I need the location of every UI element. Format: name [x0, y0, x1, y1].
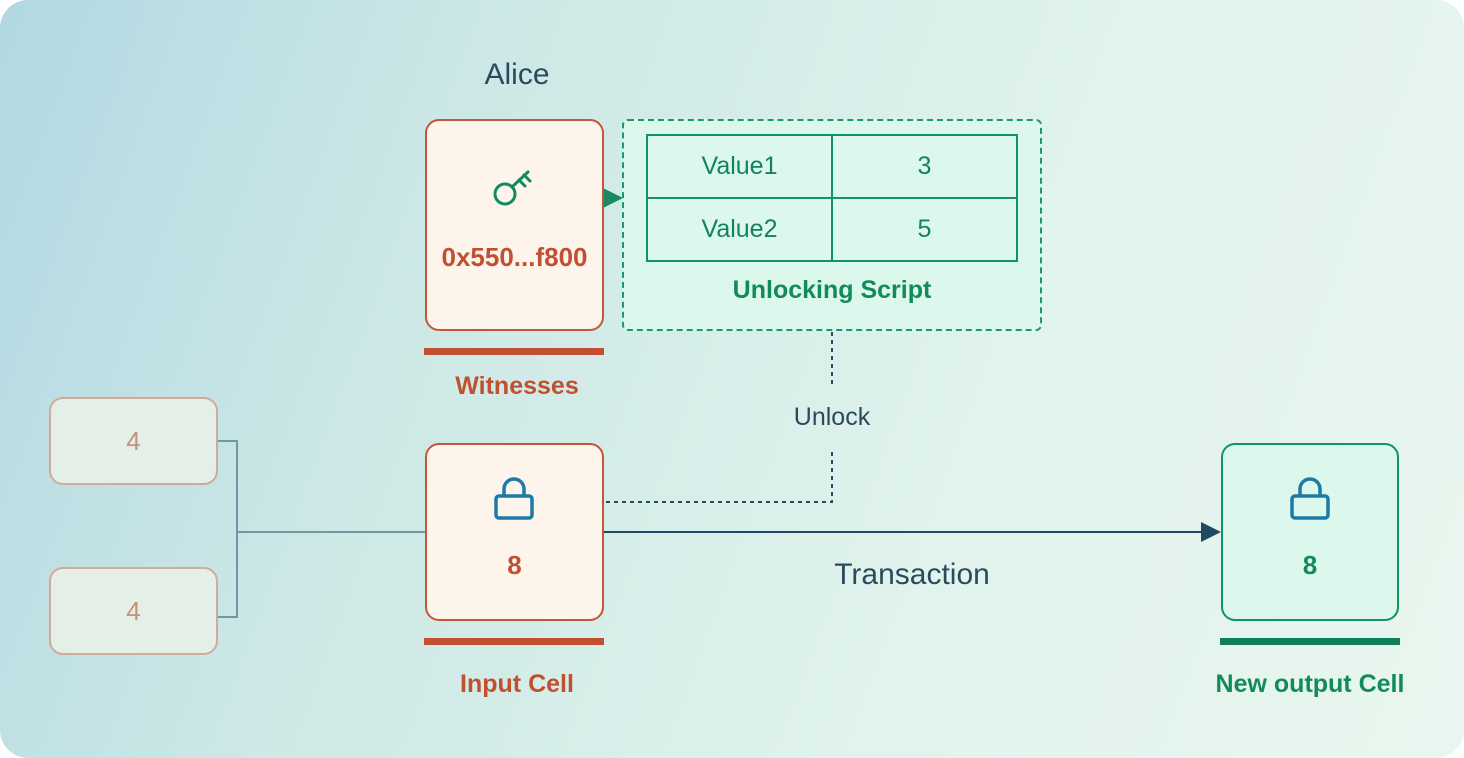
input-cell-box	[425, 443, 604, 621]
script-key-cell: Value2	[646, 197, 833, 262]
alice-label: Alice	[484, 58, 550, 91]
lock-icon	[1290, 477, 1330, 520]
output-cell-box	[1221, 443, 1399, 621]
previous-cell: 4	[49, 567, 218, 655]
input-cell-underline	[424, 638, 604, 645]
script-key-cell: Value1	[646, 134, 833, 199]
script-value-cell: 5	[831, 197, 1018, 262]
unlock-connector-bottom	[538, 452, 833, 512]
unlock-label: Unlock	[793, 403, 871, 431]
output-cell-value: 8	[1302, 550, 1318, 580]
table-row: Value2 5	[646, 197, 1018, 262]
witness-box	[425, 119, 604, 331]
unlocking-script-table: Value1 3 Value2 5	[646, 134, 1018, 262]
output-cell-underline	[1220, 638, 1400, 645]
witness-address: 0x550...f800	[441, 242, 588, 272]
table-row: Value1 3	[646, 134, 1018, 199]
unlocking-script-title: Unlocking Script	[732, 276, 932, 304]
transaction-label: Transaction	[834, 558, 990, 591]
input-cell-title: Input Cell	[460, 670, 574, 698]
previous-cell: 4	[49, 397, 218, 485]
script-value-cell: 3	[831, 134, 1018, 199]
output-cell-title: New output Cell	[1215, 670, 1405, 698]
previous-cells-bracket	[218, 440, 238, 618]
witness-underline	[424, 348, 604, 355]
key-icon	[493, 170, 532, 206]
witnesses-title: Witnesses	[455, 372, 579, 400]
input-cell-value: 8	[507, 550, 522, 580]
lock-icon	[494, 477, 534, 520]
